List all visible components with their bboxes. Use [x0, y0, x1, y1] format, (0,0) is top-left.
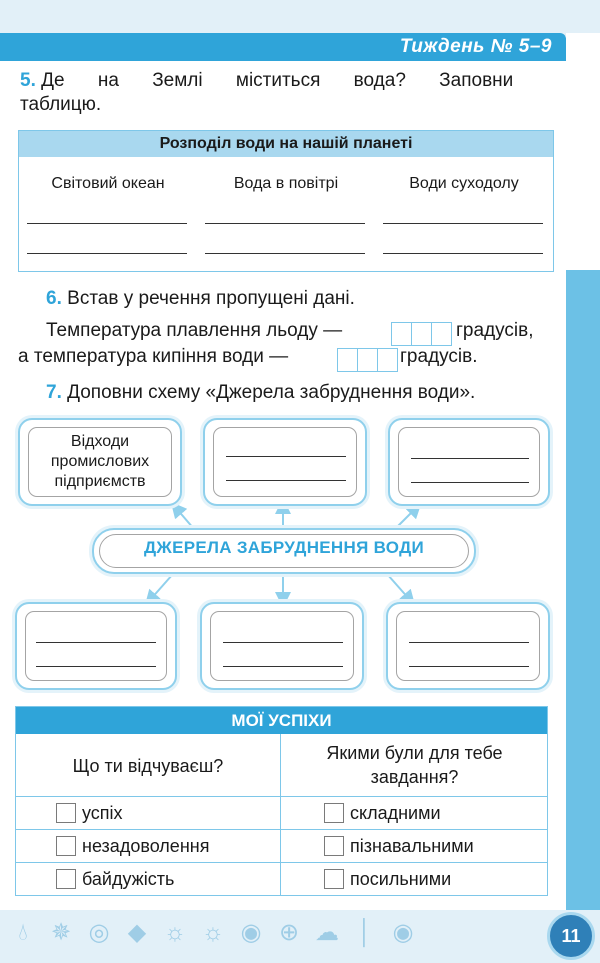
- checkbox-feasible[interactable]: [324, 869, 344, 889]
- q7-text: 7. Доповни схему «Джерела забруднення во…: [46, 382, 475, 404]
- q7-instruction: Доповни схему «Джерела забруднення води»…: [67, 382, 476, 403]
- distribution-table: Розподіл води на нашій планеті Світовий …: [18, 130, 554, 272]
- scheme-center: ДЖЕРЕЛА ЗАБРУДНЕННЯ ВОДИ: [92, 528, 476, 574]
- option-difficult: складними: [350, 803, 441, 823]
- boiling-temp-boxes[interactable]: [337, 348, 398, 372]
- checkbox-dissatisfaction[interactable]: [56, 836, 76, 856]
- q6-number: 6.: [46, 288, 62, 309]
- q6-line1-end: градусів,: [456, 320, 534, 341]
- scheme-box-top-left: Відходи промислових підприємств: [18, 418, 182, 506]
- answer-line[interactable]: [409, 642, 529, 643]
- scheme-box-bottom-left: [15, 602, 177, 690]
- footer-icons: 💧︎ ✵ ◎ ◆ ☼ ☼ ◉ ⊕ ☁ │ ◉: [8, 918, 418, 948]
- success-title: МОЇ УСПІХИ: [16, 707, 547, 734]
- header-band: [0, 0, 600, 36]
- answer-line[interactable]: [205, 223, 365, 224]
- page-number: 11: [547, 912, 595, 960]
- answer-line[interactable]: [36, 642, 156, 643]
- answer-line[interactable]: [411, 482, 529, 483]
- q7-number: 7.: [46, 382, 62, 403]
- column-land-label: Води суходолу: [409, 175, 519, 192]
- option-success: успіх: [82, 803, 123, 823]
- sun-icon: ☼: [164, 919, 186, 946]
- q6-instruction: Встав у речення пропущені дані.: [67, 288, 355, 309]
- answer-line[interactable]: [383, 223, 543, 224]
- scheme-center-label: ДЖЕРЕЛА ЗАБРУДНЕННЯ ВОДИ: [144, 538, 424, 557]
- q5-line2: таблицю.: [20, 94, 102, 115]
- answer-line[interactable]: [226, 456, 346, 457]
- column-ocean: Світовий океан: [19, 157, 197, 271]
- checkbox-difficult[interactable]: [324, 803, 344, 823]
- answer-line[interactable]: [411, 458, 529, 459]
- q5-text: 5. Де на Землі міститься вода? Заповни: [20, 68, 552, 94]
- cloud-icon: ☁: [315, 919, 339, 946]
- windmill-icon: ✵: [50, 919, 72, 946]
- answer-line[interactable]: [383, 253, 543, 254]
- earth-icon: ◉: [392, 919, 414, 946]
- crystals-icon: ◆: [127, 919, 147, 946]
- melting-temp-boxes[interactable]: [391, 322, 452, 346]
- column-ocean-label: Світовий океан: [51, 175, 165, 192]
- sun-icon: ☼: [202, 919, 224, 946]
- answer-line[interactable]: [27, 223, 187, 224]
- q6-line2-end: градусів.: [400, 346, 478, 367]
- scheme-box-text: Відходи промислових підприємств: [50, 433, 150, 490]
- thermometer-icon: │: [357, 919, 373, 946]
- water-drop-icon: 💧︎: [18, 919, 28, 946]
- success-col2-header: Якими були для тебе завдання?: [326, 743, 503, 787]
- success-table: МОЇ УСПІХИ Що ти відчуваєш? Якими були д…: [15, 706, 548, 896]
- distribution-table-title: Розподіл води на нашій планеті: [19, 131, 553, 157]
- column-air: Вода в повітрі: [197, 157, 375, 271]
- answer-line[interactable]: [27, 253, 187, 254]
- q6-sentence2: а температура кипіння води —: [18, 346, 288, 368]
- scheme-box-top-right: [388, 418, 550, 506]
- footer-strip: [0, 910, 600, 963]
- compass-globe-icon: ⊕: [278, 919, 300, 946]
- answer-line[interactable]: [409, 666, 529, 667]
- week-bar: Тиждень № 5–9: [0, 33, 566, 61]
- q5-number: 5.: [20, 70, 36, 91]
- q6-line1-start: Температура плавлення льоду —: [46, 320, 343, 341]
- answer-line[interactable]: [36, 666, 156, 667]
- answer-line[interactable]: [205, 253, 365, 254]
- option-feasible: посильними: [350, 869, 452, 889]
- scheme-box-top-center: [203, 418, 367, 506]
- option-dissatisfaction: незадоволення: [82, 836, 210, 856]
- success-col1-header: Що ти відчуваєш?: [72, 756, 224, 776]
- week-label: Тиждень № 5–9: [399, 36, 552, 57]
- side-panel-top: [566, 33, 600, 270]
- checkbox-informative[interactable]: [324, 836, 344, 856]
- checkbox-indifference[interactable]: [56, 869, 76, 889]
- column-land: Води суходолу: [375, 157, 553, 271]
- q5-line1: Де на Землі міститься вода? Заповни: [41, 70, 514, 91]
- q6-text: 6. Встав у речення пропущені дані.: [46, 288, 355, 310]
- globe-icon: ◎: [88, 919, 110, 946]
- answer-line[interactable]: [223, 666, 343, 667]
- answer-line[interactable]: [223, 642, 343, 643]
- scheme-box-bottom-center: [200, 602, 364, 690]
- q6-sentence1: Температура плавлення льоду —: [46, 320, 342, 342]
- column-air-label: Вода в повітрі: [233, 175, 339, 192]
- earth-icon: ◉: [240, 919, 262, 946]
- checkbox-success[interactable]: [56, 803, 76, 823]
- option-informative: пізнавальними: [350, 836, 474, 856]
- scheme-box-bottom-right: [386, 602, 550, 690]
- answer-line[interactable]: [226, 480, 346, 481]
- option-indifference: байдужість: [82, 869, 175, 889]
- side-panel: [566, 270, 600, 910]
- q6-line2-start: а температура кипіння води —: [18, 346, 289, 367]
